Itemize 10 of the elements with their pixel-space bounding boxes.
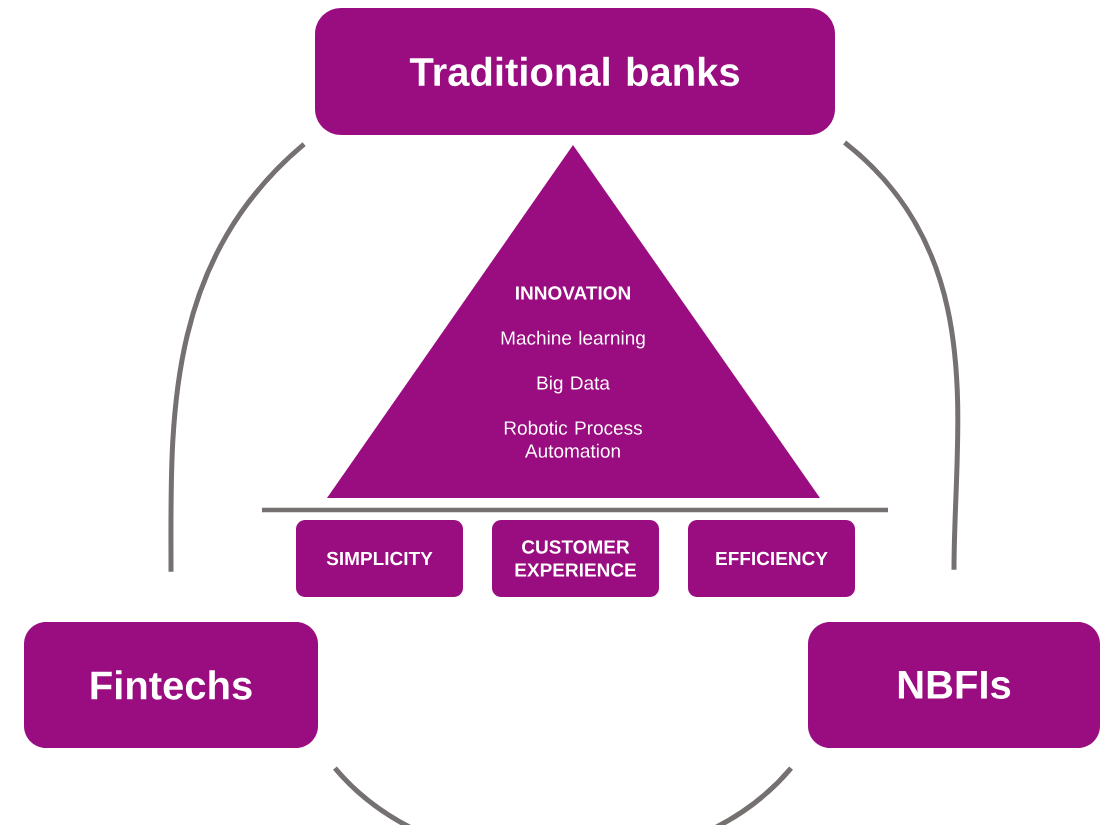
arc-connector: [168, 142, 306, 572]
innovation-triangle: INNOVATION Machine learning Big Data Robotic Process Automation: [327, 145, 820, 498]
value-box: SIMPLICITY: [296, 520, 463, 597]
title-box: Traditional banks: [315, 8, 835, 135]
arc-connector: [333, 766, 793, 825]
group-box: Fintechs: [24, 622, 318, 748]
group-box: NBFIs: [808, 622, 1100, 748]
value-box: CUSTOMER EXPERIENCE: [492, 520, 659, 597]
value-box: EFFICIENCY: [688, 520, 855, 597]
arc-connector: [843, 140, 961, 570]
